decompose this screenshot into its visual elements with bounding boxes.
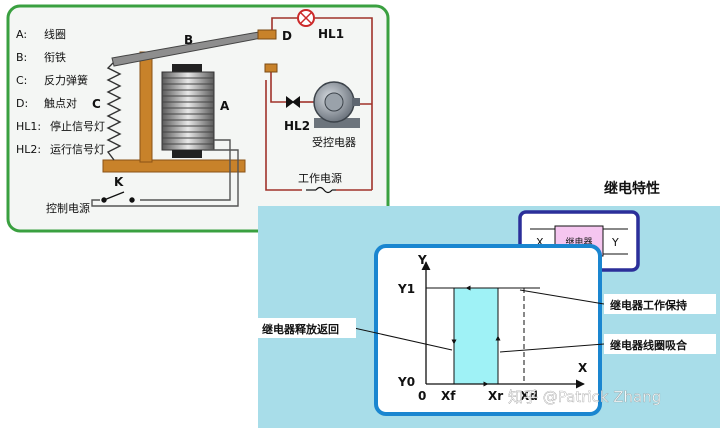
legend-key-a: A: <box>16 28 27 41</box>
legend-text-hl2: 运行信号灯 <box>50 143 105 156</box>
label-k: K <box>114 175 124 189</box>
hold-note-bg <box>604 294 716 314</box>
axis-x-label: X <box>578 361 588 375</box>
legend-key-hl1: HL1: <box>16 120 41 133</box>
release-leader <box>353 327 453 351</box>
pull-in-leader <box>499 343 605 353</box>
hl2-lamp-icon <box>286 96 300 108</box>
label-controlled-device: 受控电器 <box>312 135 356 149</box>
legend-text-b: 衔铁 <box>44 51 66 64</box>
legend-text-d: 触点对 <box>44 96 77 110</box>
axis-xd-label: Xd <box>520 389 538 403</box>
wooden-post <box>139 51 153 163</box>
axis-y1-label: Y1 <box>397 282 415 296</box>
coil <box>161 64 215 158</box>
label-a: A <box>220 99 230 113</box>
wooden-base <box>102 159 246 173</box>
axis-y-label: Y <box>417 253 427 267</box>
annotation-hold: 继电器工作保持 <box>610 298 687 312</box>
watermark: 知乎 @Patrick Zhang <box>508 388 661 406</box>
axis-y0-label: Y0 <box>397 375 415 389</box>
contact-block <box>257 29 277 40</box>
hl1-lamp-icon <box>297 9 315 27</box>
label-d: D <box>282 29 292 43</box>
annotation-release: 继电器释放返回 <box>262 322 339 336</box>
characteristic-title: 继电特性 <box>604 180 660 197</box>
legend-key-hl2: HL2: <box>16 143 41 156</box>
legend-text-a: 线圈 <box>44 27 66 41</box>
annotation-pull-in: 继电器线圈吸合 <box>610 338 688 352</box>
symbol-output: Y <box>611 236 619 249</box>
relay-panel: A: 线圈 B: 衔铁 C: 反力弹簧 D: 触点对 HL1: 停止信号灯 HL… <box>6 4 390 233</box>
control-wiring <box>91 139 239 207</box>
switch-k-icon <box>101 191 135 203</box>
legend-key-d: D: <box>16 97 28 110</box>
return-spring <box>106 61 122 161</box>
label-work-power: 工作电源 <box>298 171 342 185</box>
label-control-power: 控制电源 <box>46 201 90 215</box>
pull-in-note-bg <box>604 334 716 354</box>
legend-key-c: C: <box>16 74 27 87</box>
ac-source-icon <box>306 186 336 194</box>
axis-xf-label: Xf <box>441 389 456 403</box>
hold-leader <box>519 289 605 305</box>
axis-origin-label: 0 <box>418 389 426 403</box>
characteristic-panel: X 继电器 Y Y Y1 Y0 0 Xf Xr Xd X <box>258 206 720 428</box>
axis-xr-label: Xr <box>488 389 503 403</box>
label-b: B <box>184 33 193 47</box>
legend-text-hl1: 停止信号灯 <box>50 119 105 133</box>
motor-icon <box>313 81 360 128</box>
legend-key-b: B: <box>16 51 27 64</box>
label-hl2: HL2 <box>284 119 310 133</box>
release-note-bg <box>258 318 356 338</box>
label-hl1: HL1 <box>318 27 344 41</box>
legend-text-c: 反力弹簧 <box>44 73 88 87</box>
wiring <box>265 17 373 191</box>
fixed-contact-icon <box>264 63 278 73</box>
hysteresis-band <box>453 287 499 385</box>
label-c: C <box>92 97 101 111</box>
relay-legend: A: 线圈 B: 衔铁 C: 反力弹簧 D: 触点对 HL1: 停止信号灯 HL… <box>16 27 105 156</box>
symbol-input: X <box>536 236 544 249</box>
